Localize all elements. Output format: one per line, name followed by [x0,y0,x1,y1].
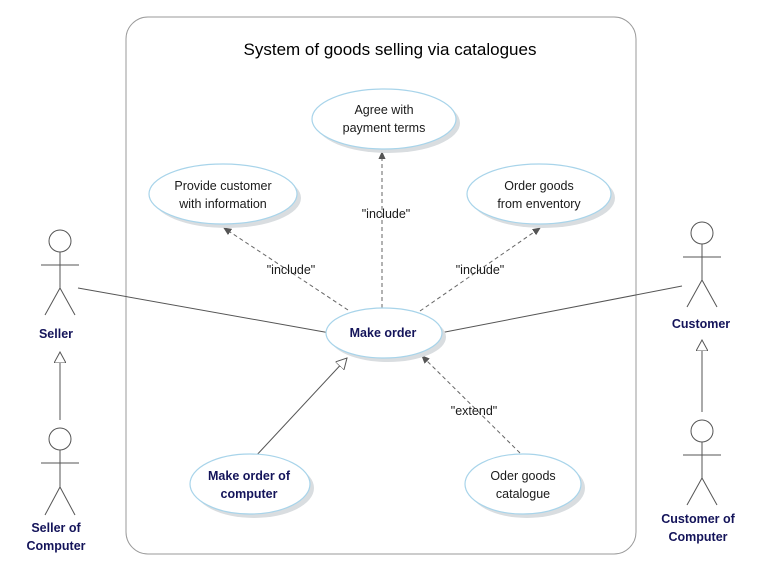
use-case-label-line: Make order of [208,469,291,483]
use-case-label-line: Order goods [504,179,573,193]
include-label-left: "include" [267,263,316,277]
use-case-make-order-computer[interactable]: Make order of computer [189,453,314,518]
system-title: System of goods selling via catalogues [244,40,537,59]
actor-seller-of-computer[interactable]: Seller of Computer [26,427,86,553]
use-case-label-line: Make order [350,326,417,340]
include-line-left [224,228,349,311]
extend-label: "extend" [451,404,497,418]
actor-label: Seller [39,327,73,341]
include-label-top: "include" [362,207,411,221]
stick-figure-icon [683,419,721,506]
stick-figure-icon [683,221,721,308]
use-case-make-order[interactable]: Make order [325,307,446,362]
use-case-label-line: Oder goods [490,469,555,483]
use-case-agree-payment-terms[interactable]: Agree with payment terms [311,88,460,153]
system-boundary [125,16,637,555]
stick-figure-icon [41,229,79,316]
actor-label: Customer [672,317,730,331]
extend-line [422,356,521,454]
use-case-label-line: Provide customer [174,179,271,193]
stick-figure-icon [41,427,79,516]
actor-label: Computer [668,530,727,544]
use-case-label-line: from enventory [497,197,581,211]
actor-label: Customer of [661,512,735,526]
use-case-label-line: Agree with [354,103,413,117]
include-label-right: "include" [456,263,505,277]
actor-customer[interactable]: Customer [672,221,730,331]
use-case-label-line: with information [178,197,267,211]
use-case-label-line: payment terms [343,121,426,135]
actor-label: Seller of [31,521,81,535]
generalization-line-make-order [253,358,347,459]
actor-customer-of-computer[interactable]: Customer of Computer [661,419,736,544]
association-seller [77,287,331,334]
actor-label: Computer [26,539,85,553]
include-line-right [419,228,540,312]
use-case-provide-customer-information[interactable]: Provide customer with information [148,163,301,228]
use-case-order-goods-inventory[interactable]: Order goods from enventory [466,163,615,228]
use-case-oder-goods-catalogue[interactable]: Oder goods catalogue [464,453,585,518]
actor-seller[interactable]: Seller [39,229,79,341]
use-case-label-line: computer [221,487,278,501]
use-case-label-line: catalogue [496,487,550,501]
association-customer [439,285,683,334]
